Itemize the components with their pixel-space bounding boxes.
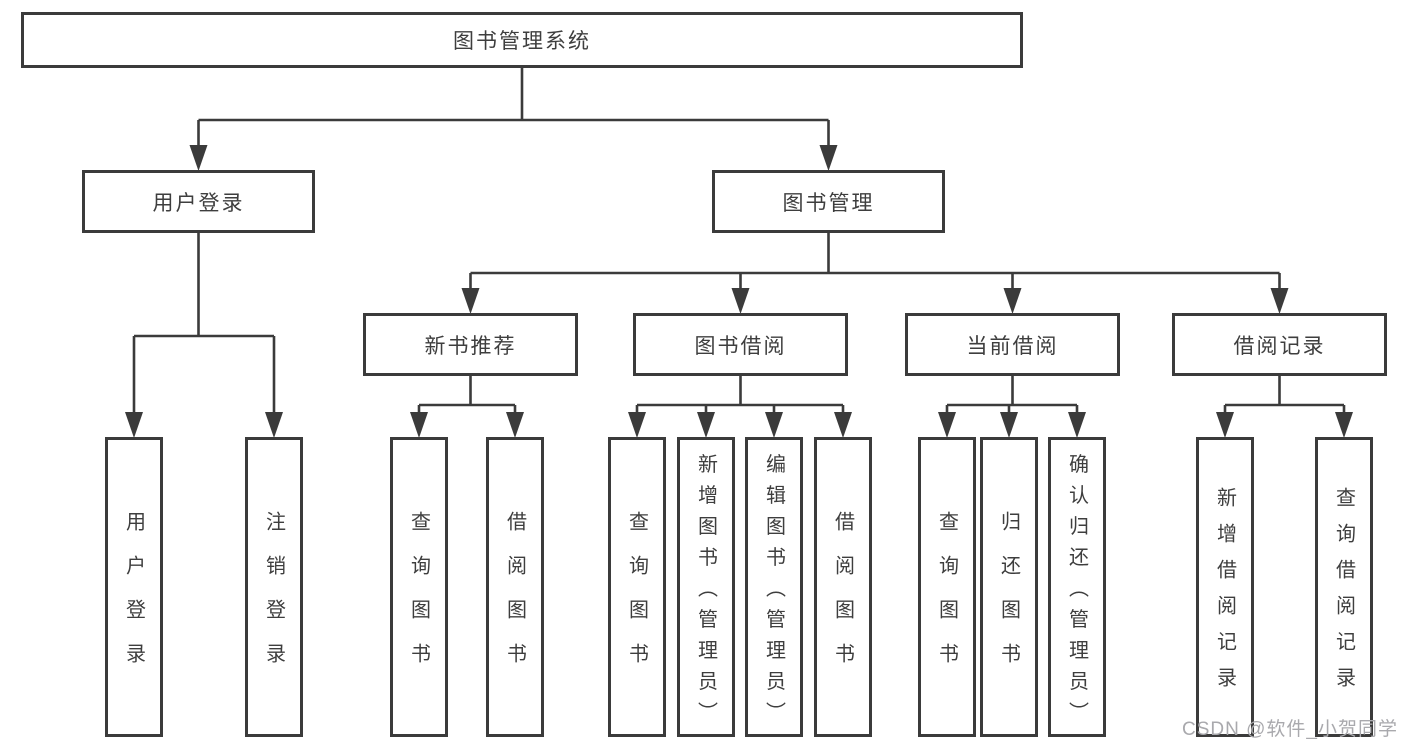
node-borrowing-records: 借阅记录 (1172, 313, 1387, 376)
node-label: 当前借阅 (966, 334, 1059, 358)
node-book-management: 图书管理 (712, 170, 945, 233)
node-label: 借阅图书 (503, 511, 526, 687)
arrowhead-icon (1000, 412, 1018, 438)
node-label: 新增借阅记录 (1213, 487, 1236, 703)
node-return-books: 归还图书 (980, 437, 1038, 737)
node-label: 借阅图书 (831, 511, 854, 687)
node-borrow-books-2: 借阅图书 (814, 437, 872, 737)
arrowhead-icon (265, 412, 283, 438)
arrowhead-icon (938, 412, 956, 438)
node-query-books-3: 查询图书 (918, 437, 976, 737)
node-logout-action: 注销登录 (245, 437, 303, 737)
watermark: CSDN @软件_小贺同学 (1182, 719, 1398, 740)
node-query-borrow-record: 查询借阅记录 (1315, 437, 1373, 737)
node-label: 用户登录 (152, 191, 245, 215)
node-library-system: 图书管理系统 (21, 12, 1023, 68)
node-label: 确认归还（管理员） (1065, 453, 1088, 732)
node-label: 图书借阅 (694, 334, 787, 358)
arrowhead-icon (1335, 412, 1353, 438)
node-label: 新增图书（管理员） (694, 453, 717, 732)
arrowhead-icon (1003, 288, 1022, 314)
node-label: 新书推荐 (424, 334, 517, 358)
arrowhead-icon (410, 412, 428, 438)
node-query-books-1: 查询图书 (390, 437, 448, 737)
arrowhead-icon (189, 145, 208, 171)
arrowhead-icon (125, 412, 143, 438)
arrowhead-icon (1270, 288, 1289, 314)
node-label: 借阅记录 (1233, 334, 1326, 358)
arrowhead-icon (819, 145, 838, 171)
arrowhead-icon (834, 412, 852, 438)
node-add-borrow-record: 新增借阅记录 (1196, 437, 1254, 737)
arrowhead-icon (506, 412, 524, 438)
node-query-books-2: 查询图书 (608, 437, 666, 737)
node-label: 查询图书 (407, 511, 430, 687)
node-user-login-action: 用户登录 (105, 437, 163, 737)
arrowhead-icon (1068, 412, 1086, 438)
node-label: 用户登录 (122, 511, 145, 687)
node-label: 图书管理 (782, 191, 875, 215)
node-confirm-return-admin: 确认归还（管理员） (1048, 437, 1106, 737)
node-borrow-books-1: 借阅图书 (486, 437, 544, 737)
node-label: 查询图书 (935, 511, 958, 687)
node-edit-book-admin: 编辑图书（管理员） (745, 437, 803, 737)
arrowhead-icon (628, 412, 646, 438)
node-book-borrowing: 图书借阅 (633, 313, 848, 376)
arrowhead-icon (765, 412, 783, 438)
arrowhead-icon (1216, 412, 1234, 438)
arrowhead-icon (731, 288, 750, 314)
arrowhead-icon (697, 412, 715, 438)
node-label: 查询图书 (625, 511, 648, 687)
node-current-borrowing: 当前借阅 (905, 313, 1120, 376)
node-add-book-admin: 新增图书（管理员） (677, 437, 735, 737)
node-user-login: 用户登录 (82, 170, 315, 233)
node-label: 查询借阅记录 (1332, 487, 1355, 703)
node-label: 图书管理系统 (453, 30, 591, 53)
node-new-book-recommend: 新书推荐 (363, 313, 578, 376)
node-label: 归还图书 (997, 511, 1020, 687)
node-label: 编辑图书（管理员） (762, 453, 785, 732)
node-label: 注销登录 (262, 511, 285, 687)
arrowhead-icon (461, 288, 480, 314)
